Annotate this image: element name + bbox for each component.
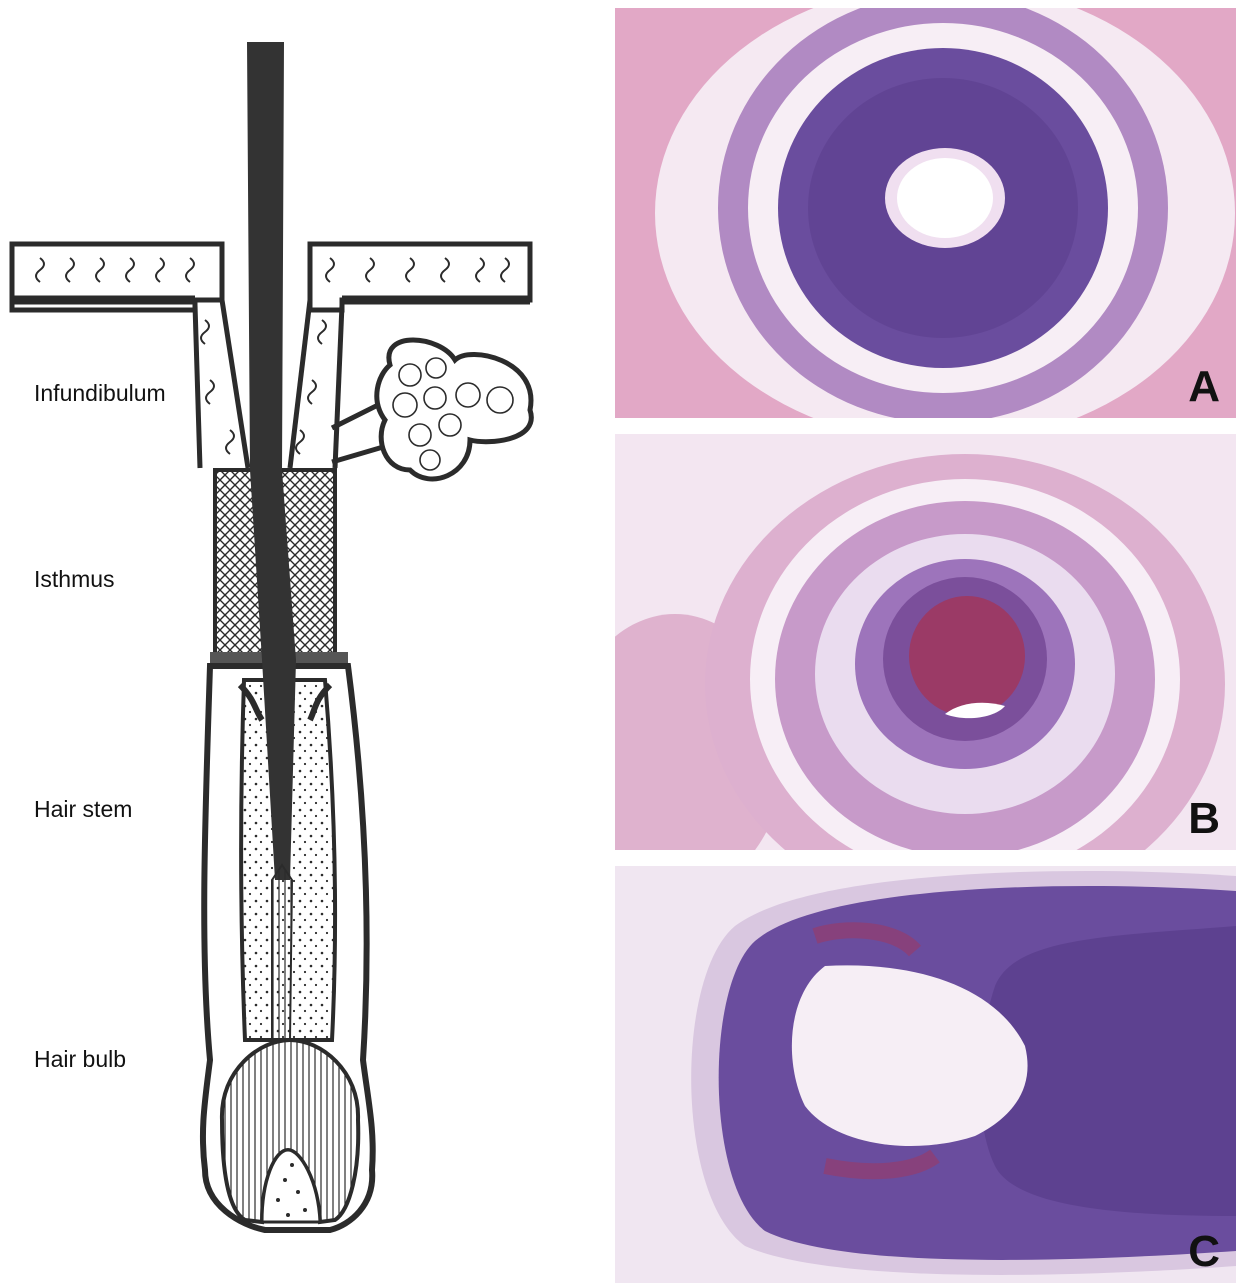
panel-letter-c: C [1188,1227,1220,1277]
label-hair-bulb: Hair bulb [34,1046,126,1073]
panel-letter-a: A [1188,362,1220,412]
label-hair-stem: Hair stem [34,796,132,823]
micrograph-panel-c: C [615,866,1236,1283]
label-infundibulum: Infundibulum [34,380,166,407]
micrograph-panel-a: A [615,8,1236,418]
micrograph-b-image [615,434,1236,850]
micrograph-a-image [615,8,1236,418]
micrograph-c-image [615,866,1236,1283]
hair-follicle-diagram: Infundibulum Isthmus Hair stem Hair bulb [0,0,600,1283]
label-isthmus: Isthmus [34,566,115,593]
micrograph-panel-b: B [615,434,1236,850]
panel-letter-b: B [1188,794,1220,844]
